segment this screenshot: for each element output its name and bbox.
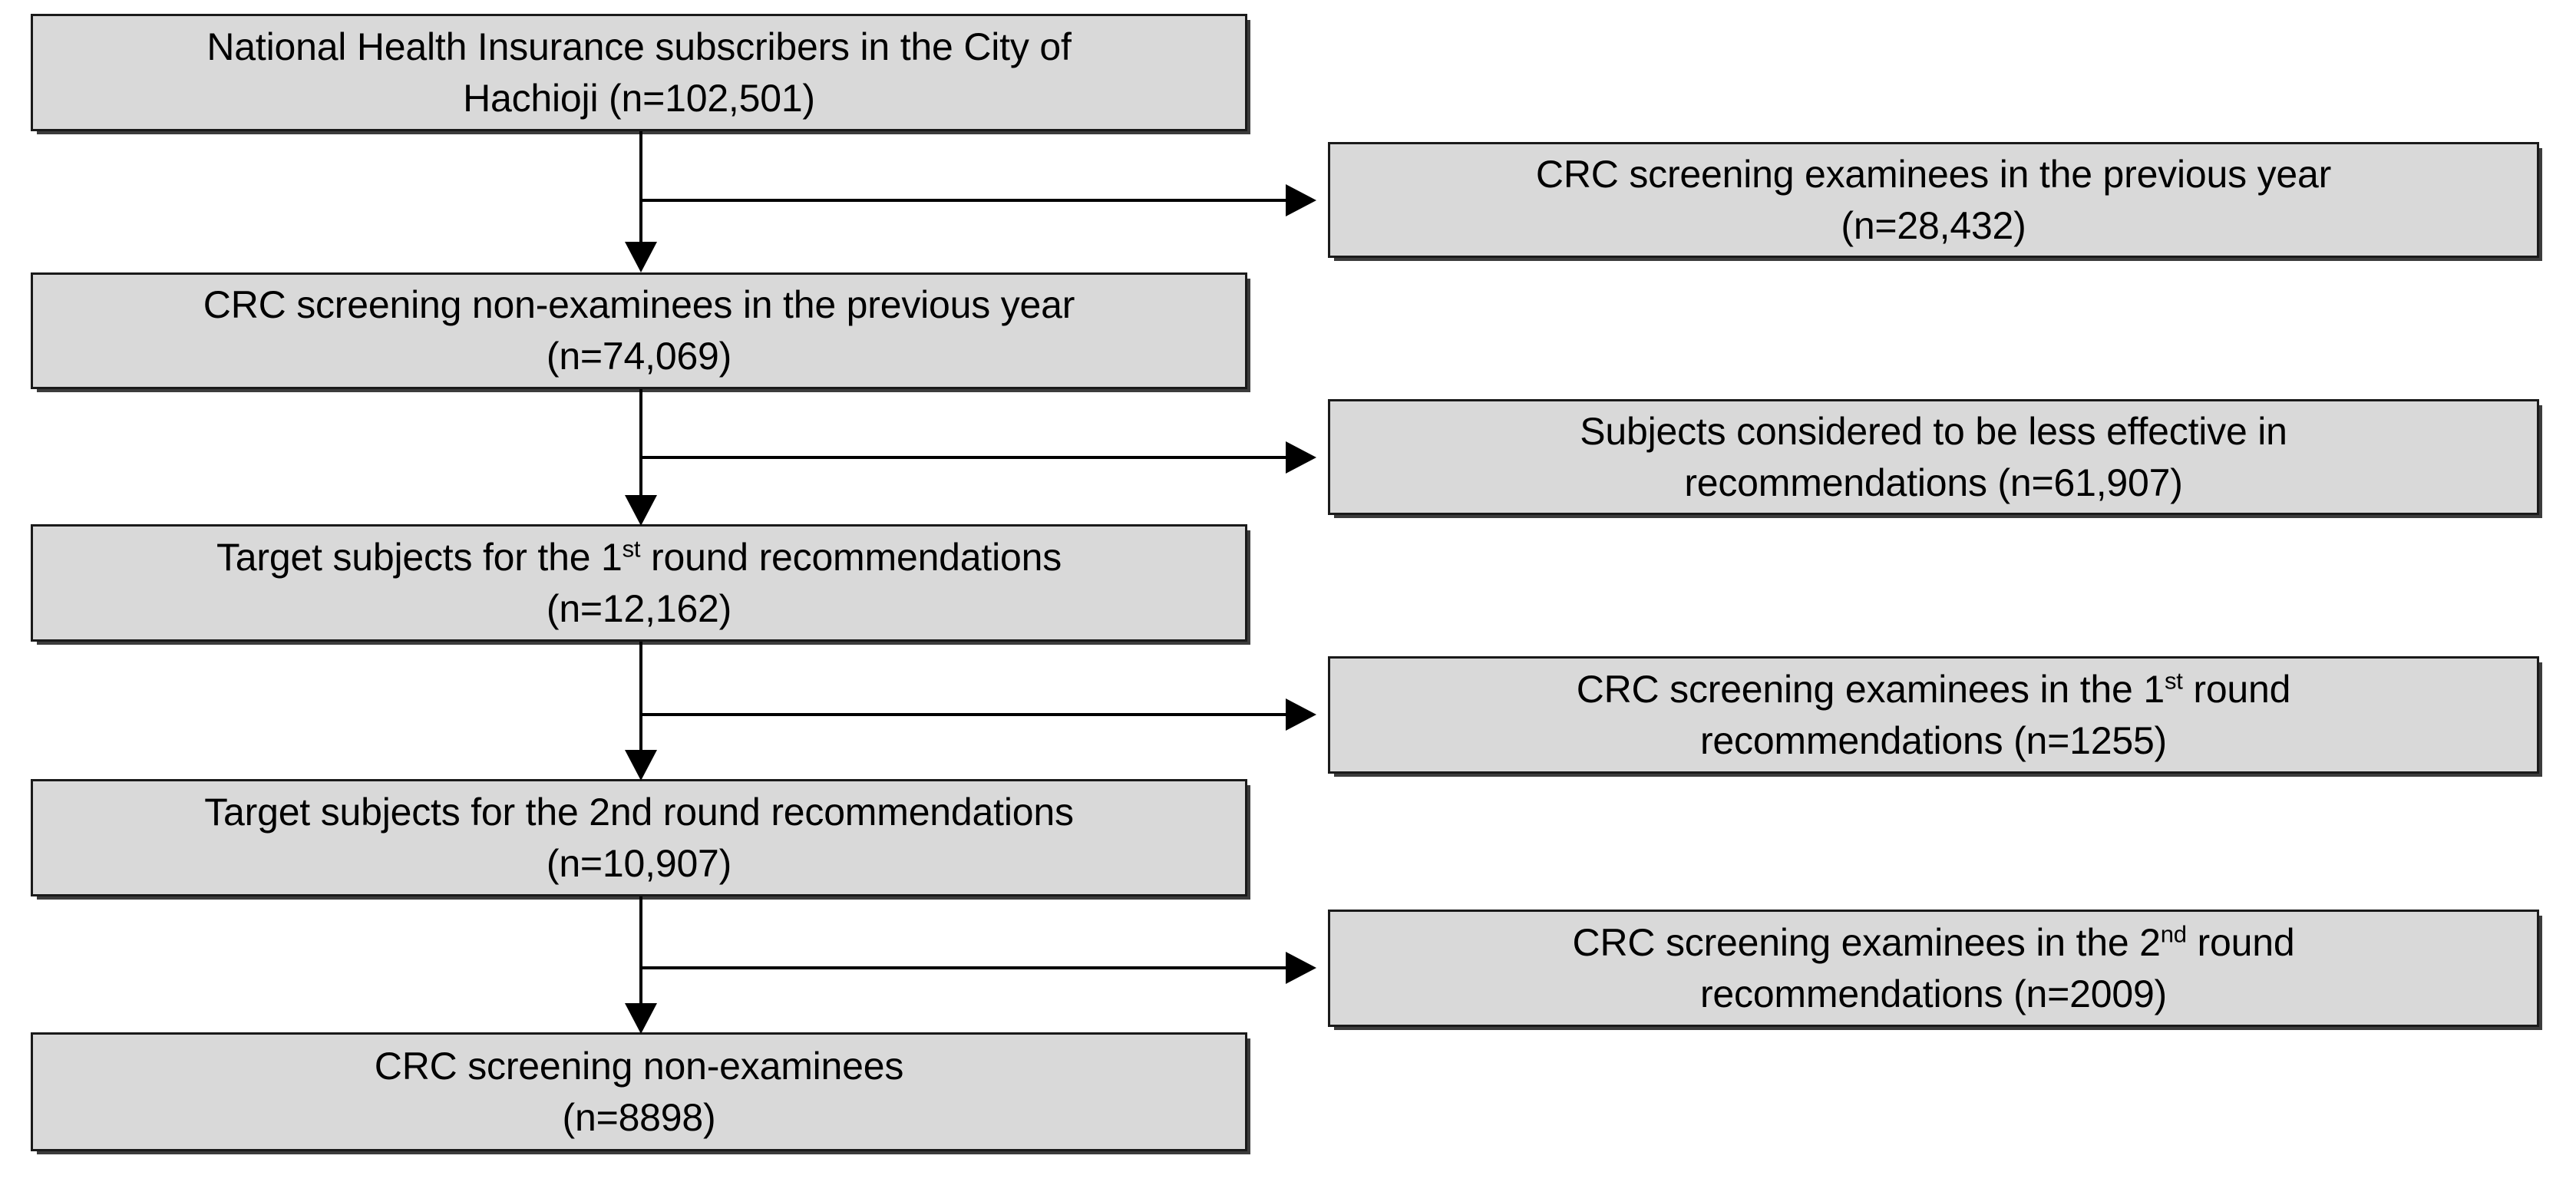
node-examinees-1st-round: CRC screening examinees in the 1st round… [1328,656,2539,774]
connector-vertical-2 [639,389,642,504]
connector-horizontal-3 [639,713,1287,716]
arrowhead-down-3 [625,750,657,781]
node-target-2nd-round: Target subjects for the 2nd round recomm… [31,779,1247,896]
node-target-1st-round-text: Target subjects for the 1st round recomm… [216,534,1062,630]
node-final-non-examinees-text: CRC screening non-examinees(n=8898) [374,1044,904,1139]
node-examinees-2nd-round-text: CRC screening examinees in the 2nd round… [1572,920,2295,1015]
node-subscribers: National Health Insurance subscribers in… [31,14,1247,131]
ordinal-suffix-nd: nd [2160,920,2187,947]
node-non-examinees-previous-year: CRC screening non-examinees in the previ… [31,272,1247,389]
node-final-non-examinees: CRC screening non-examinees(n=8898) [31,1032,1247,1151]
connector-horizontal-4 [639,966,1287,969]
ordinal-suffix-st: st [622,534,641,562]
connector-vertical-3 [639,642,642,755]
node-examinees-1st-round-text: CRC screening examinees in the 1st round… [1576,666,2291,762]
node-examinees-previous-year: CRC screening examinees in the previous … [1328,142,2539,258]
arrowhead-down-4 [625,1003,657,1034]
ordinal-suffix-st: st [2164,666,2183,694]
node-target-1st-round: Target subjects for the 1st round recomm… [31,524,1247,642]
node-subscribers-text: National Health Insurance subscribers in… [206,25,1072,120]
connector-horizontal-2 [639,456,1287,459]
connector-vertical-1 [639,131,642,246]
node-less-effective-subjects-text: Subjects considered to be less effective… [1580,409,2287,504]
node-non-examinees-previous-year-text: CRC screening non-examinees in the previ… [203,283,1075,378]
arrowhead-right-4 [1286,952,1316,984]
arrowhead-down-2 [625,495,657,526]
arrowhead-right-2 [1286,441,1316,474]
arrowhead-right-3 [1286,698,1316,731]
connector-vertical-4 [639,896,642,1010]
connector-horizontal-1 [639,199,1287,202]
node-less-effective-subjects: Subjects considered to be less effective… [1328,399,2539,515]
node-examinees-previous-year-text: CRC screening examinees in the previous … [1535,152,2332,247]
node-target-2nd-round-text: Target subjects for the 2nd round recomm… [204,790,1074,885]
arrowhead-right-1 [1286,184,1316,216]
node-examinees-2nd-round: CRC screening examinees in the 2nd round… [1328,910,2539,1027]
arrowhead-down-1 [625,242,657,272]
